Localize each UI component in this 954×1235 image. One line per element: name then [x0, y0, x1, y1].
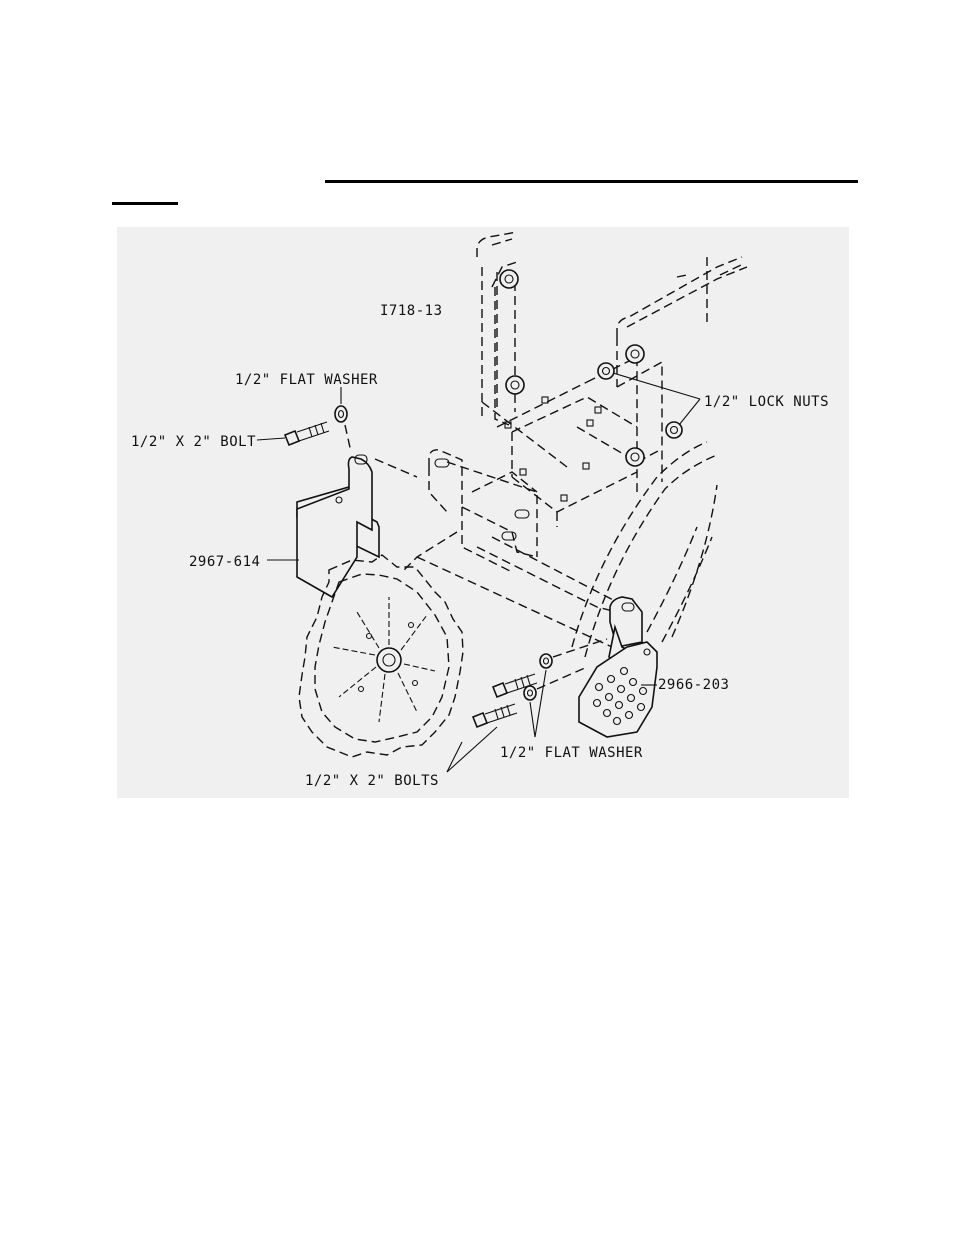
figure-id-label: I718-13 [380, 303, 443, 319]
parts-diagram-drawing: I718-13 1/2" FLAT WASHER 1/2" X 2" BOLT … [117, 227, 849, 798]
tractor-frame-outline [477, 232, 747, 657]
plate-2967-614 [297, 455, 379, 597]
lock-nut-upper [598, 363, 614, 379]
flat-washer-bottom-b [524, 686, 536, 700]
callout-flat-washer-bottom: 1/2" FLAT WASHER [500, 745, 643, 761]
callout-part-2966-203: 2966-203 [658, 677, 729, 693]
callout-bolt-top: 1/2" X 2" BOLT [131, 434, 256, 450]
plate-2966-203 [579, 597, 657, 737]
flat-washer-top [335, 406, 347, 422]
upright-posts [482, 262, 662, 527]
parts-diagram: I718-13 1/2" FLAT WASHER 1/2" X 2" BOLT … [117, 227, 849, 798]
callout-part-2967-614: 2967-614 [189, 554, 260, 570]
header-rule-left [112, 202, 178, 205]
callout-flat-washer-top: 1/2" FLAT WASHER [235, 372, 378, 388]
mounting-bracket [402, 450, 617, 612]
callout-bolts-bottom: 1/2" X 2" BOLTS [305, 773, 439, 789]
gauge-wheel [299, 555, 612, 757]
callout-lock-nuts: 1/2" LOCK NUTS [704, 394, 829, 410]
header-rule-top [325, 180, 858, 183]
flat-washer-bottom-a [540, 654, 552, 668]
